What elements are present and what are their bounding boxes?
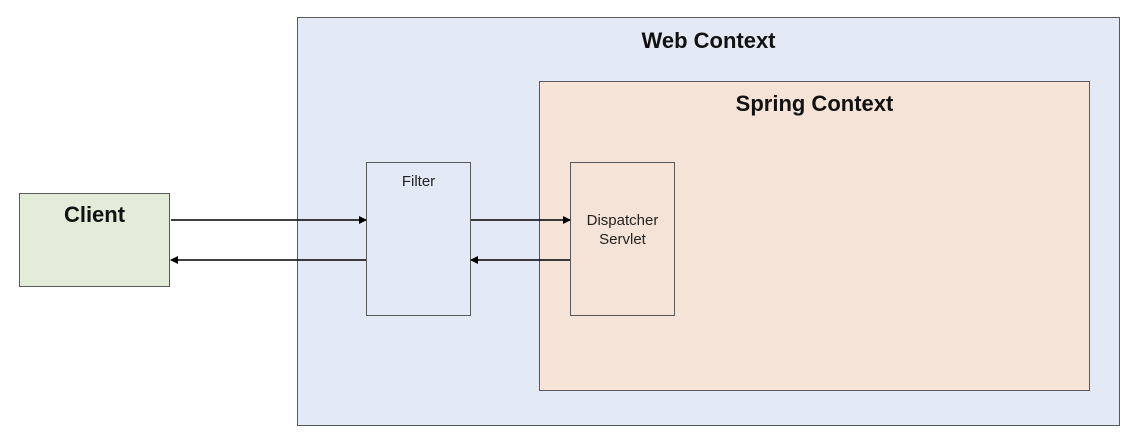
spring-context-label: Spring Context xyxy=(735,91,894,116)
client-box: Client xyxy=(19,193,170,287)
dispatcher-servlet-label-line2: Servlet xyxy=(599,231,646,248)
client-label: Client xyxy=(63,202,126,227)
filter-box: Filter xyxy=(366,162,471,316)
filter-label: Filter xyxy=(401,173,436,190)
dispatcher-servlet-box: Dispatcher Servlet xyxy=(570,162,675,316)
dispatcher-servlet-label: Dispatcher Servlet xyxy=(571,211,674,249)
web-context-label: Web Context xyxy=(641,28,776,53)
dispatcher-servlet-label-line1: Dispatcher xyxy=(586,212,659,229)
